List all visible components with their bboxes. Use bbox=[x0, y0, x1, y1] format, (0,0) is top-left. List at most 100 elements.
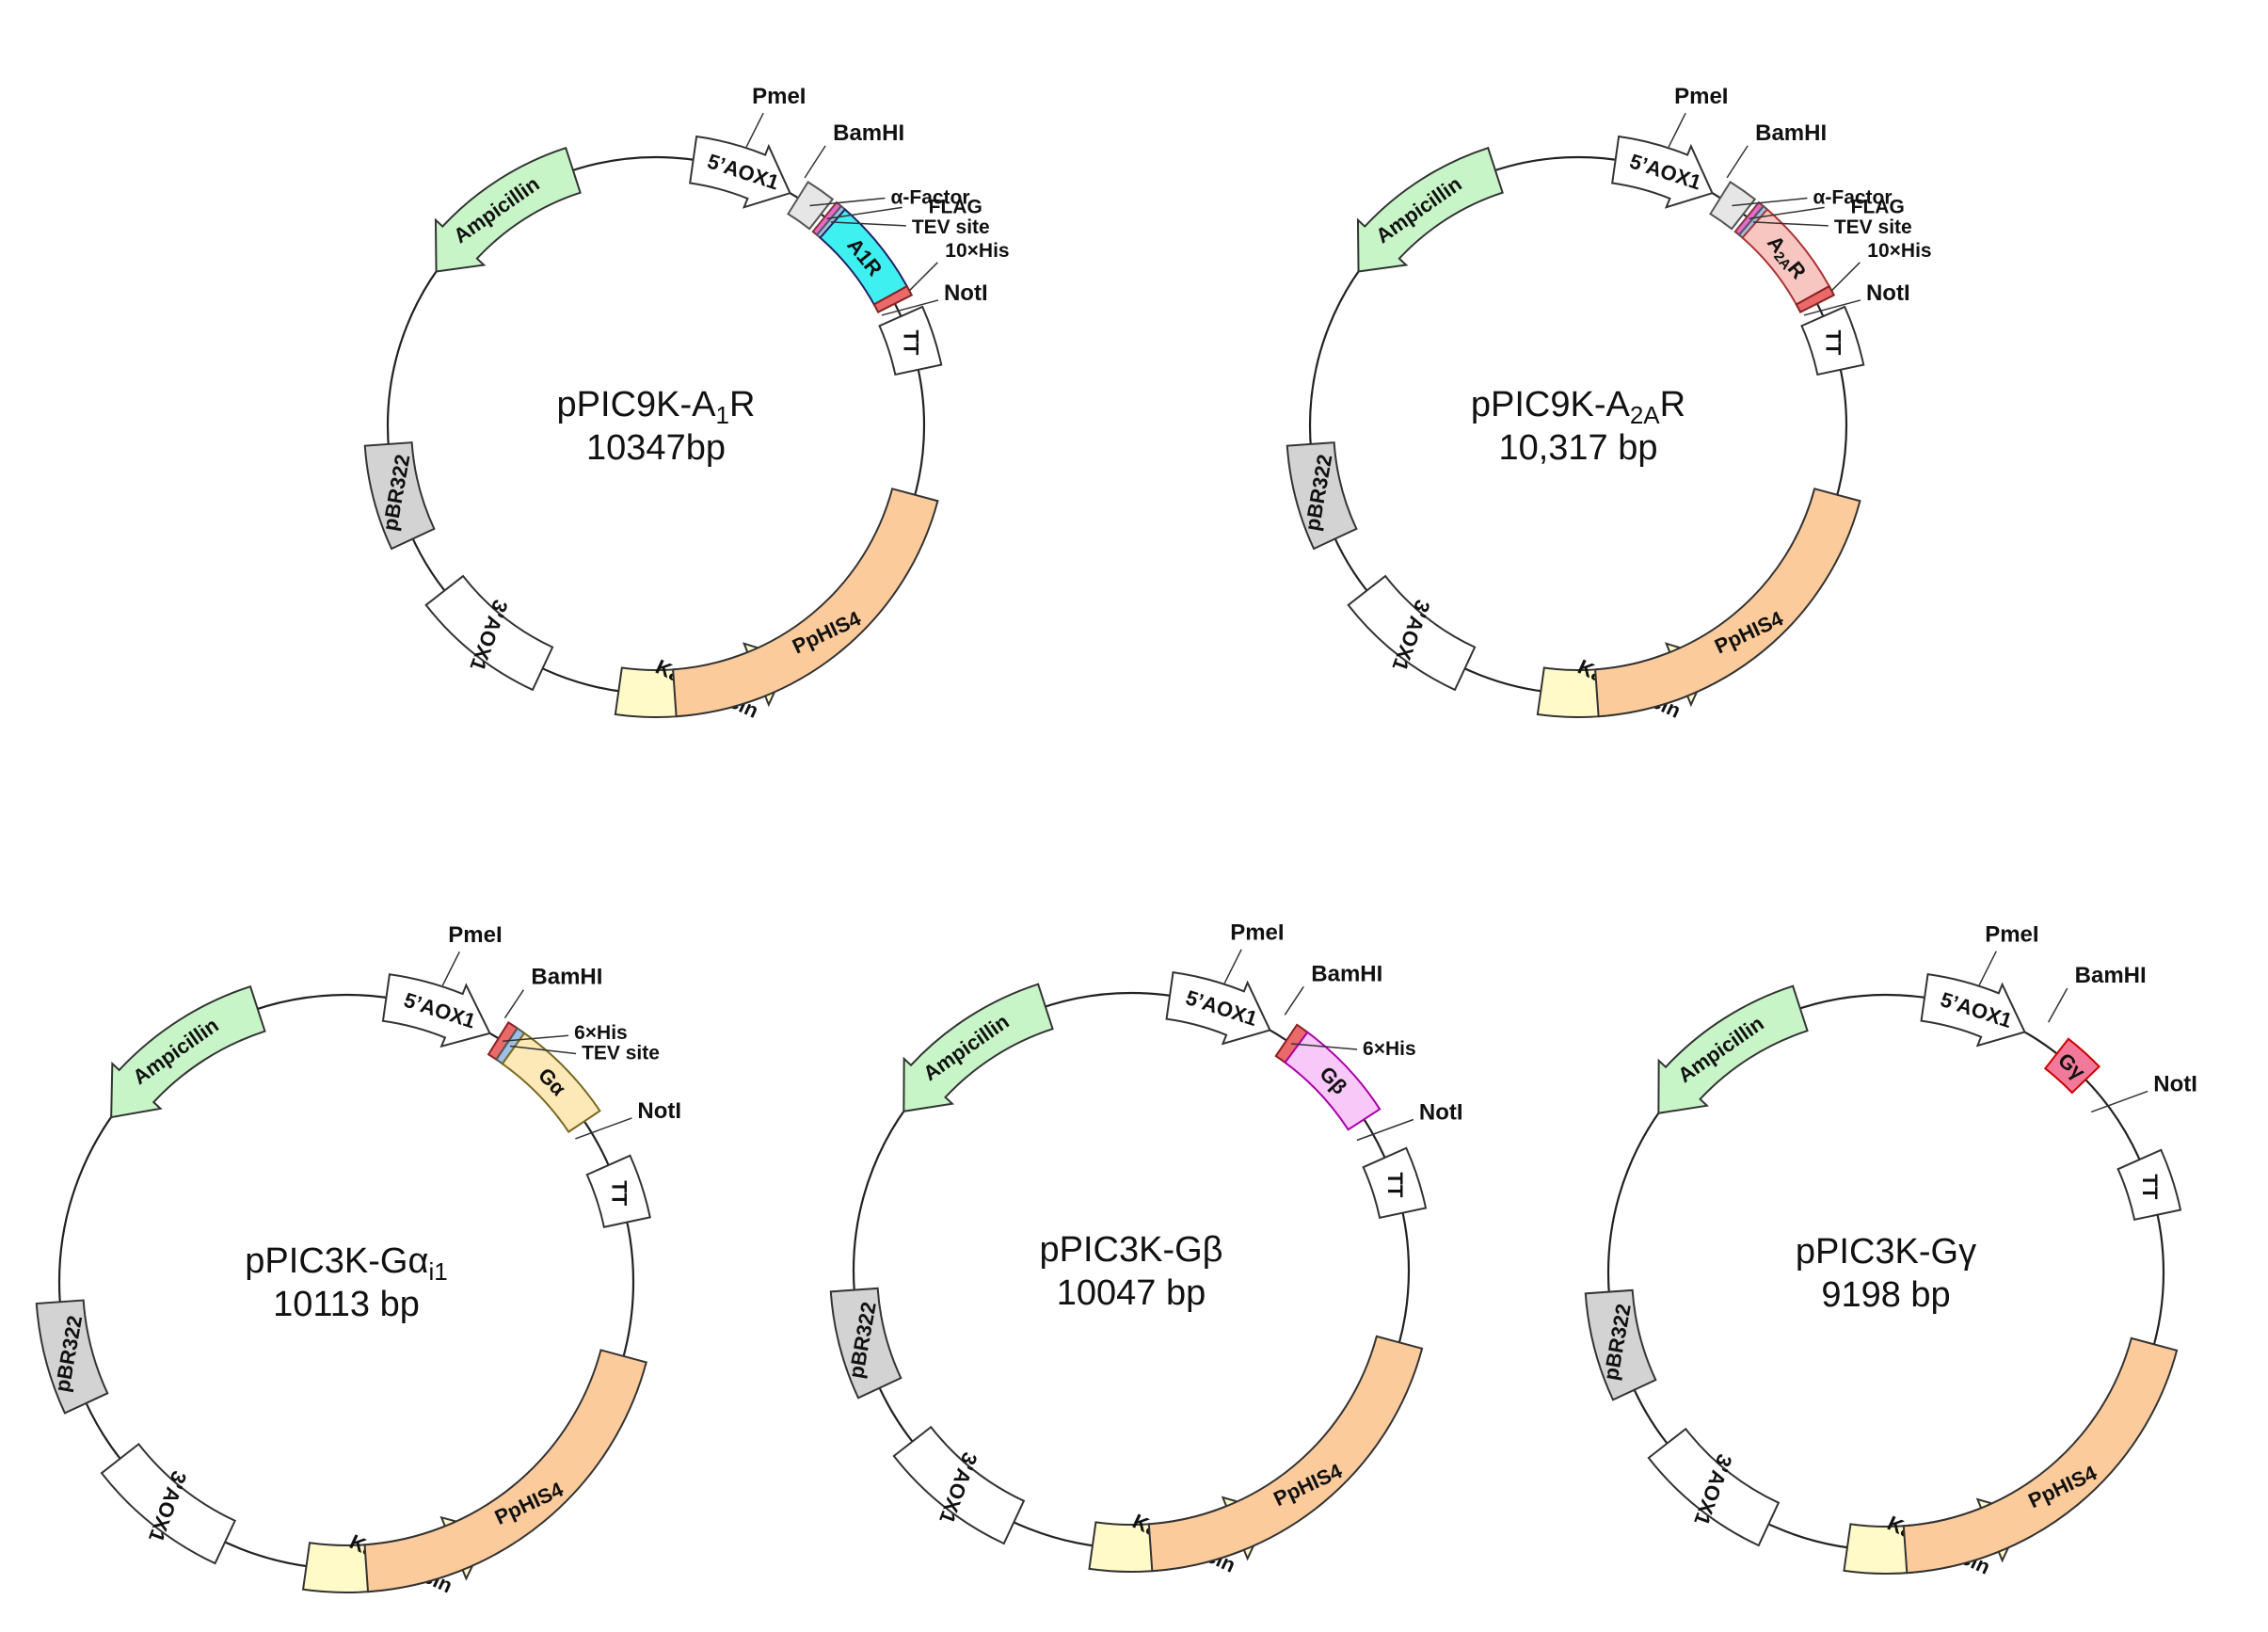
pmei-leader bbox=[441, 951, 460, 986]
alpha-label: α-Factor bbox=[1813, 187, 1892, 209]
flag-label: FLAG bbox=[929, 196, 982, 217]
plasmid-size: 9198 bp bbox=[1821, 1275, 1950, 1315]
pmei-leader bbox=[1978, 951, 1997, 986]
insert-box bbox=[501, 1032, 601, 1134]
pmei-label: PmeI bbox=[1230, 920, 1284, 946]
bamhi-label: BamHI bbox=[2075, 963, 2147, 988]
plasmid-name: pPIC3K-Gβ bbox=[1039, 1230, 1222, 1270]
pbr322-box bbox=[1286, 441, 1358, 551]
pmei-leader bbox=[745, 112, 764, 148]
plasmid-map-gg: AmpicillinpBR3223’AOX1KanamycinPpHIS45’A… bbox=[1584, 922, 2197, 1579]
plasmid-name: pPIC9K-A1R bbox=[557, 385, 756, 429]
pmei-label: PmeI bbox=[752, 84, 806, 109]
plasmid-size: 10113 bp bbox=[273, 1285, 420, 1324]
aox5-arrow bbox=[1611, 135, 1714, 209]
his-box bbox=[872, 284, 914, 314]
ampicillin-arrow bbox=[434, 146, 582, 273]
ampicillin-arrow bbox=[902, 983, 1054, 1112]
bamhi-label: BamHI bbox=[1311, 961, 1382, 986]
aox3-box bbox=[892, 1425, 1026, 1545]
bamhi-leader bbox=[2047, 987, 2068, 1023]
pbr322-box bbox=[829, 1287, 902, 1400]
his-label: 6×His bbox=[1363, 1038, 1416, 1060]
bamhi-leader bbox=[1726, 145, 1749, 179]
alpha-leader bbox=[809, 197, 886, 207]
noti-leader bbox=[575, 1117, 632, 1140]
flag-leader bbox=[826, 206, 902, 220]
ampicillin-arrow bbox=[1356, 146, 1504, 273]
pmei-leader bbox=[1668, 112, 1686, 148]
tt-box-label: TT bbox=[1383, 1172, 1407, 1197]
pbr322-box bbox=[363, 441, 436, 551]
his-leader bbox=[1830, 262, 1861, 292]
bamhi-leader bbox=[503, 989, 525, 1019]
insert-box bbox=[2043, 1037, 2101, 1095]
ampicillin-arrow bbox=[110, 984, 266, 1119]
phis4-box bbox=[363, 1349, 647, 1593]
tev-label: TEV site bbox=[912, 216, 990, 238]
phis4-box bbox=[1147, 1335, 1424, 1573]
plasmid-name: pPIC3K-Gγ bbox=[1796, 1232, 1976, 1272]
noti-leader bbox=[1356, 1118, 1414, 1142]
plasmid-name: pPIC9K-A2AR bbox=[1471, 385, 1685, 429]
his-label: 10×His bbox=[1867, 240, 1931, 262]
aox3-box bbox=[100, 1442, 236, 1565]
aox5-arrow bbox=[1920, 972, 2026, 1048]
tev-leader bbox=[830, 221, 906, 227]
plasmid-map-gai1: AmpicillinpBR3223’AOX1KanamycinPpHIS45’A… bbox=[35, 922, 681, 1598]
plasmid-map-a1r: AmpicillinpBR3223’AOX1KanamycinPpHIS45’A… bbox=[363, 84, 1010, 723]
pmei-label: PmeI bbox=[448, 922, 502, 948]
bamhi-label: BamHI bbox=[1755, 120, 1827, 146]
insert-box bbox=[1284, 1031, 1382, 1131]
ampicillin-arrow bbox=[1657, 984, 1809, 1114]
plasmid-size: 10347bp bbox=[586, 428, 726, 468]
plasmid-map-a2ar: AmpicillinpBR3223’AOX1KanamycinPpHIS45’A… bbox=[1286, 84, 1932, 723]
tt-box bbox=[878, 305, 943, 376]
his-label: 6×His bbox=[574, 1022, 628, 1044]
noti-leader bbox=[2091, 1090, 2148, 1113]
phis4-box bbox=[1902, 1336, 2179, 1575]
tt-box bbox=[1800, 305, 1865, 376]
tt-box-label: TT bbox=[1822, 329, 1845, 355]
flag-label: FLAG bbox=[1851, 196, 1905, 217]
tt-box-label: TT bbox=[608, 1180, 631, 1206]
plasmid-size: 10,317 bp bbox=[1498, 428, 1657, 468]
his-leader bbox=[908, 262, 938, 292]
pbr322-box bbox=[35, 1299, 109, 1415]
his-leader bbox=[1290, 1043, 1358, 1050]
pmei-label: PmeI bbox=[1674, 84, 1728, 109]
plasmid-size: 10047 bp bbox=[1057, 1273, 1206, 1313]
aox3-box bbox=[1647, 1427, 1781, 1547]
bamhi-label: BamHI bbox=[833, 120, 904, 146]
noti-leader bbox=[1803, 299, 1861, 316]
flag-leader bbox=[1749, 206, 1825, 220]
bamhi-leader bbox=[804, 145, 826, 179]
his-label: 10×His bbox=[945, 240, 1009, 262]
bamhi-label: BamHI bbox=[531, 965, 602, 990]
tt-box-label: TT bbox=[2138, 1174, 2162, 1199]
alpha-label: α-Factor bbox=[890, 187, 969, 209]
tev-label: TEV site bbox=[582, 1043, 660, 1064]
tev-leader bbox=[1752, 221, 1829, 227]
aox5-arrow bbox=[689, 135, 791, 209]
his-leader bbox=[503, 1034, 569, 1042]
tt-box bbox=[2116, 1148, 2182, 1222]
tt-box bbox=[1362, 1146, 1428, 1220]
noti-label: NotI bbox=[1866, 280, 1910, 306]
aox5-arrow bbox=[381, 973, 491, 1048]
noti-label: NotI bbox=[2153, 1071, 2197, 1096]
plasmid-name: pPIC3K-Gαi1 bbox=[245, 1241, 447, 1286]
aox3-box bbox=[1347, 574, 1477, 692]
tev-leader bbox=[509, 1045, 577, 1055]
tt-box-label: TT bbox=[900, 329, 923, 355]
tev-label: TEV site bbox=[1834, 216, 1912, 238]
alpha-leader bbox=[1732, 197, 1808, 207]
aox3-box bbox=[424, 574, 554, 692]
noti-label: NotI bbox=[944, 280, 988, 306]
noti-label: NotI bbox=[1419, 1100, 1463, 1126]
phis4-box bbox=[1594, 488, 1861, 718]
bamhi-leader bbox=[1284, 985, 1304, 1016]
phis4-box bbox=[672, 488, 939, 718]
pmei-leader bbox=[1223, 949, 1242, 984]
